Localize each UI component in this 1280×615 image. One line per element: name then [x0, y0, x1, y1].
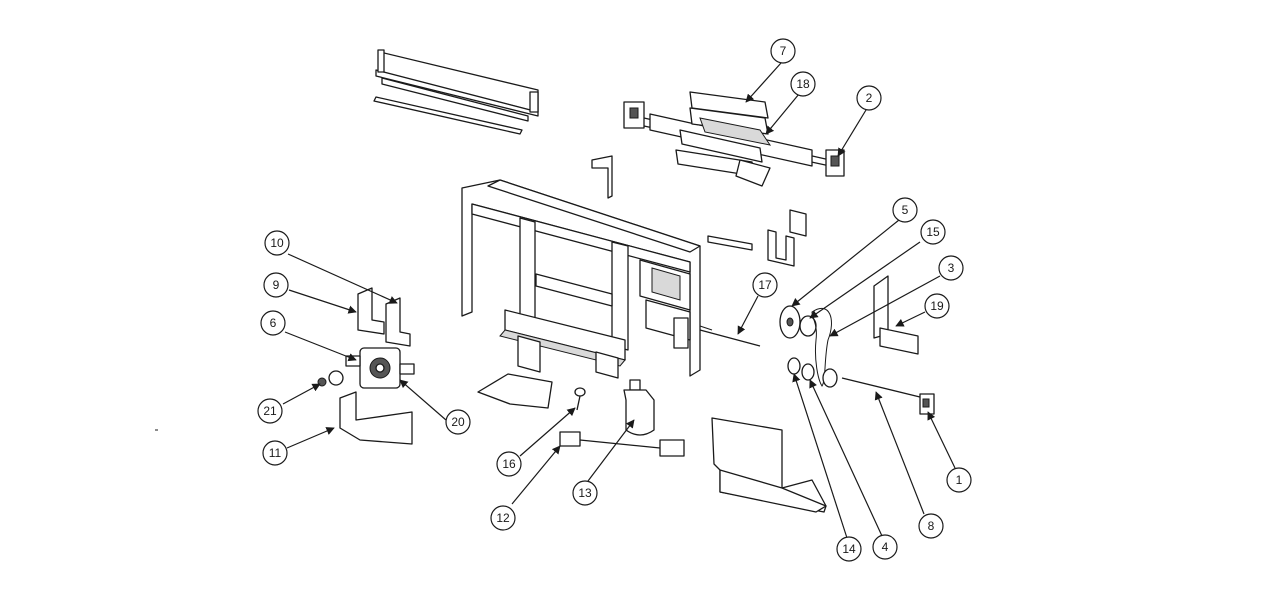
callouts: 7 18 2 5 15 3 19 17 10 9 6 20 21 11 16 1…: [257, 38, 972, 562]
deflector-panel-assembly: [373, 49, 539, 135]
callout-16: 16: [496, 451, 522, 477]
callout-17: 17: [752, 272, 778, 298]
callout-21: 21: [257, 398, 283, 424]
callout-5: 5: [892, 197, 918, 223]
callout-14: 14: [836, 536, 862, 562]
svg-text:17: 17: [758, 278, 772, 292]
svg-text:2: 2: [866, 91, 873, 105]
guard-plate: [477, 373, 553, 409]
callout-20: 20: [445, 409, 471, 435]
callout-18: 18: [790, 71, 816, 97]
bolt-16: [574, 387, 586, 411]
callout-13: 13: [572, 480, 598, 506]
small-bracket: [591, 155, 613, 199]
paddle-rotor-assembly: [623, 91, 845, 187]
svg-text:6: 6: [270, 316, 277, 330]
svg-text:8: 8: [928, 519, 935, 533]
sprocket-chain-group: [779, 305, 838, 388]
shaft-17: [699, 325, 761, 347]
shaft-8: [841, 377, 935, 415]
svg-text:15: 15: [926, 225, 940, 239]
gearbox-assembly: [317, 287, 415, 445]
svg-text:19: 19: [930, 299, 944, 313]
side-plates-19: [873, 275, 919, 355]
svg-text:14: 14: [842, 542, 856, 556]
svg-text:1: 1: [956, 473, 963, 487]
frame-side-plates: [707, 209, 807, 267]
callout-19: 19: [924, 293, 950, 319]
leader-lines: [282, 62, 956, 539]
callout-7: 7: [770, 38, 796, 64]
callout-10: 10: [264, 230, 290, 256]
svg-text:16: 16: [502, 457, 516, 471]
drive-shaft-12: [559, 431, 685, 457]
svg-text:10: 10: [270, 236, 284, 250]
callout-9: 9: [263, 272, 289, 298]
callout-2: 2: [856, 85, 882, 111]
callout-4: 4: [872, 534, 898, 560]
svg-text:9: 9: [273, 278, 280, 292]
callout-8: 8: [918, 513, 944, 539]
svg-text:5: 5: [902, 203, 909, 217]
svg-text:4: 4: [882, 540, 889, 554]
callout-6: 6: [260, 310, 286, 336]
svg-text:13: 13: [578, 486, 592, 500]
callout-15: 15: [920, 219, 946, 245]
main-frame: [461, 179, 701, 379]
svg-text:12: 12: [496, 511, 510, 525]
callout-1: 1: [946, 467, 972, 493]
svg-text:21: 21: [263, 404, 277, 418]
svg-text:7: 7: [780, 44, 787, 58]
svg-text:18: 18: [796, 77, 810, 91]
callout-3: 3: [938, 255, 964, 281]
svg-text:11: 11: [269, 446, 282, 460]
callout-11: 11: [262, 440, 288, 466]
svg-text:20: 20: [451, 415, 465, 429]
svg-text:3: 3: [948, 261, 955, 275]
bottom-shield: [711, 417, 827, 513]
callout-12: 12: [490, 505, 516, 531]
